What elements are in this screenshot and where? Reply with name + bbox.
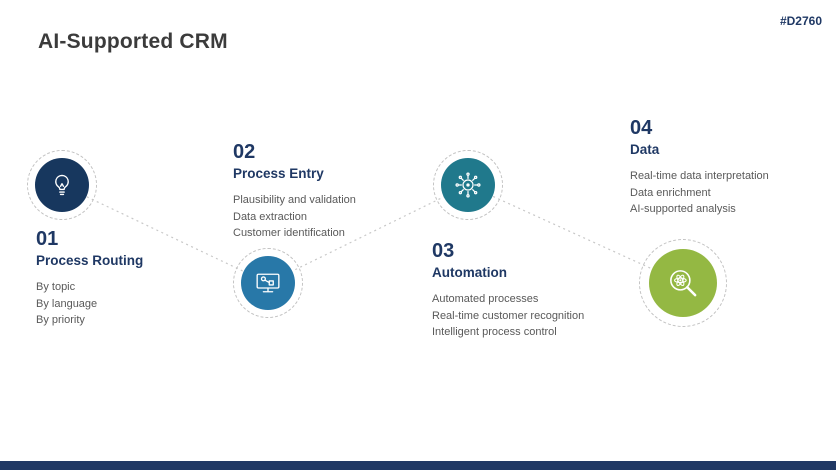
step1-text-block: 01 Process Routing By topic By language …	[36, 227, 216, 329]
step-number: 03	[432, 240, 455, 262]
step-line: Plausibility and validation	[233, 194, 356, 206]
step-line: Real-time data interpretation	[630, 170, 769, 182]
monitor-workflow-icon	[256, 273, 280, 293]
step3-text-block: 03 Automation Automated processes Real-t…	[432, 239, 637, 341]
step-title: Process Entry	[233, 166, 324, 181]
step-number: 01	[36, 228, 59, 250]
step1-circle	[27, 150, 97, 220]
step1-disc	[35, 158, 89, 212]
step-title: Automation	[432, 265, 507, 280]
step-title: Data	[630, 142, 660, 157]
step-line: By language	[36, 297, 98, 310]
step4-circle	[639, 239, 727, 327]
ai-gear-network-icon	[455, 172, 481, 198]
step-lines: Plausibility and validation Data extract…	[233, 192, 423, 242]
step-number: 02	[233, 141, 256, 163]
step-title: Process Routing	[36, 253, 144, 268]
step4-disc	[649, 249, 717, 317]
step-line: Intelligent process control	[432, 326, 557, 338]
step-line: Customer identification	[233, 227, 345, 239]
step-line: Data extraction	[233, 210, 307, 223]
lightbulb-icon	[55, 174, 69, 196]
step-lines: By topic By language By priority	[36, 279, 216, 329]
magnifier-atom-icon	[670, 270, 697, 297]
step-lines: Real-time data interpretation Data enric…	[630, 168, 825, 218]
step4-text-block: 04 Data Real-time data interpretation Da…	[630, 116, 825, 218]
step3-disc	[441, 158, 495, 212]
step2-disc	[241, 256, 295, 310]
step3-circle	[433, 150, 503, 220]
step2-text-block: 02 Process Entry Plausibility and valida…	[233, 140, 423, 242]
footer-bar	[0, 461, 836, 470]
step-number: 04	[630, 117, 653, 139]
step-line: Real-time customer recognition	[432, 309, 585, 322]
step-line: By priority	[36, 314, 85, 326]
step-line: By topic	[36, 281, 76, 293]
step-line: AI-supported analysis	[630, 203, 736, 215]
step2-circle	[233, 248, 303, 318]
step-line: Data enrichment	[630, 186, 711, 199]
slide-id: #D2760	[779, 14, 822, 28]
page-title: AI-Supported CRM	[38, 30, 228, 53]
step-line: Automated processes	[432, 293, 539, 305]
step-lines: Automated processes Real-time customer r…	[432, 291, 637, 341]
